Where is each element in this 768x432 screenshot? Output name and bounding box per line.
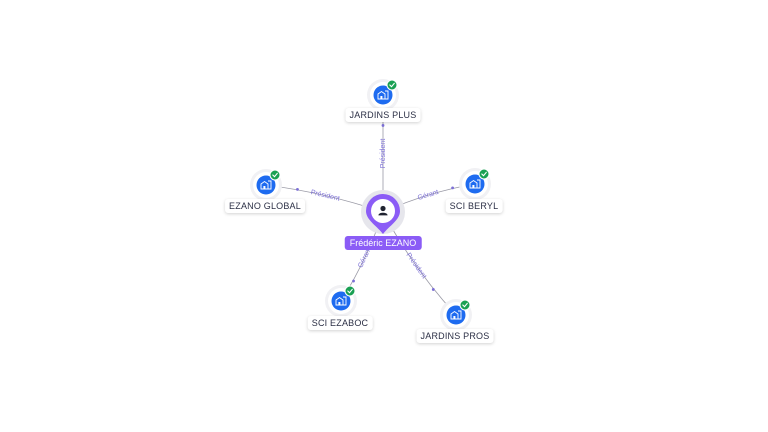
edge-arrow-sci-beryl — [451, 186, 455, 190]
building-icon — [450, 310, 462, 320]
company-label-jardins-plus[interactable]: JARDINS PLUS — [345, 108, 421, 122]
company-node-jardins-plus[interactable] — [367, 79, 399, 111]
edge-arrow-jardins-pros — [431, 288, 435, 291]
building-icon — [335, 296, 347, 306]
company-node-jardins-pros[interactable] — [440, 299, 472, 331]
company-label-sci-beryl[interactable]: SCI BERYL — [445, 199, 503, 213]
edge-arrow-jardins-plus — [381, 124, 385, 127]
company-label-jardins-pros[interactable]: JARDINS PROS — [416, 329, 494, 343]
edge-label-sci-ezaboc: Gérant — [357, 247, 372, 269]
person-node[interactable] — [361, 190, 405, 234]
edge-label-sci-beryl: Gérant — [417, 189, 440, 202]
building-icon — [377, 90, 389, 100]
node-icon-bg — [446, 305, 466, 325]
company-node-sci-ezaboc[interactable] — [325, 285, 357, 317]
person-label[interactable]: Frédéric EZANO — [344, 236, 422, 250]
check-badge-icon — [459, 299, 471, 311]
edge-arrow-sci-ezaboc — [352, 279, 355, 283]
nodes-layer — [250, 79, 491, 331]
check-badge-icon — [269, 169, 281, 181]
company-node-sci-beryl[interactable] — [459, 168, 491, 200]
building-icon — [469, 179, 481, 189]
check-badge-icon — [386, 79, 398, 91]
node-icon-bg — [256, 175, 276, 195]
check-badge-icon — [344, 285, 356, 297]
edge-label-jardins-pros: Président — [405, 252, 428, 280]
person-icon — [378, 205, 388, 216]
edge-label-ezano-global: Président — [310, 189, 340, 202]
company-label-sci-ezaboc[interactable]: SCI EZABOC — [307, 316, 373, 330]
building-icon — [260, 180, 272, 190]
node-icon-bg — [331, 291, 351, 311]
edge-label-jardins-plus: Président — [380, 139, 387, 169]
company-node-ezano-global[interactable] — [250, 169, 282, 201]
company-label-ezano-global[interactable]: EZANO GLOBAL — [225, 199, 305, 213]
node-icon-bg — [465, 174, 485, 194]
node-icon-bg — [373, 85, 393, 105]
edge-arrow-ezano-global — [296, 187, 299, 191]
check-badge-icon — [478, 168, 490, 180]
